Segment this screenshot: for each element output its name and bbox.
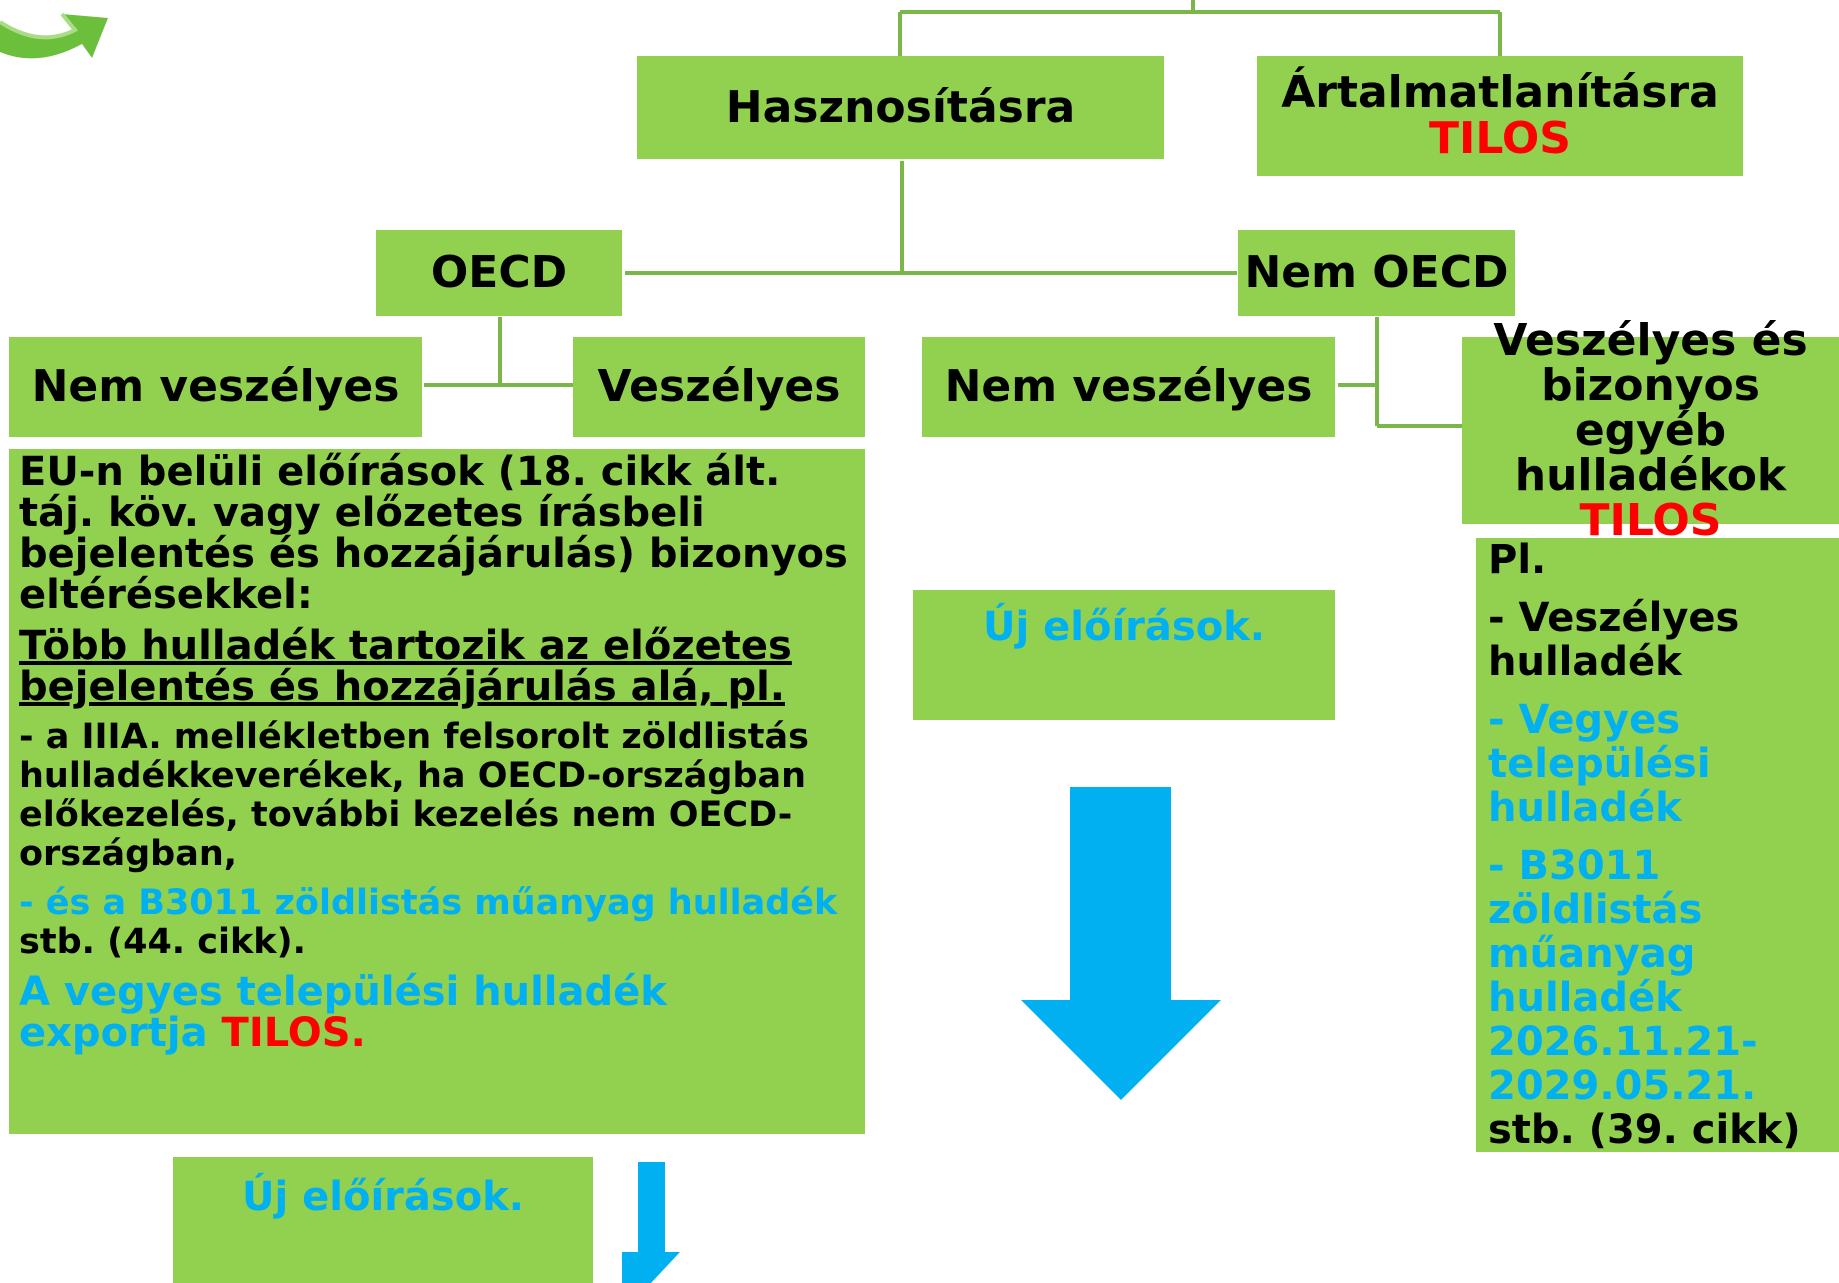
nonoecd-nem-veszelyes-label: Nem veszélyes [944, 361, 1313, 412]
down-arrow-large-icon [1021, 787, 1221, 1100]
artalmatlanitasra-label: Ártalmatlanításra [1281, 67, 1719, 118]
oecd-veszelyes-box: Veszélyes [573, 337, 865, 437]
nonoecd-list-item2: - Vegyes települési hulladék [1488, 697, 1711, 831]
oecd-mixed-waste-tilos: TILOS. [221, 1010, 366, 1056]
nonoecd-list-item3-line2: zöldlistás [1488, 887, 1703, 933]
oecd-item1-text: - a IIIA. mellékletben felsorolt zöldlis… [19, 717, 809, 874]
oecd-underlined-text: Több hulladék tartozik az előzetes bejel… [19, 623, 792, 710]
artalmatlanitasra-tilos: TILOS [1429, 113, 1571, 164]
oecd-box: OECD [376, 230, 622, 316]
oecd-intro-text: EU-n belüli előírások (18. cikk ált. táj… [19, 449, 848, 618]
nonoecd-list-item3-line4: hulladék [1488, 975, 1682, 1021]
nonoecd-veszelyes-line2: bizonyos egyéb [1541, 360, 1760, 456]
hasznositasra-box: Hasznosításra [637, 56, 1164, 159]
nonoecd-nem-veszelyes-box: Nem veszélyes [922, 337, 1335, 437]
hasznositasra-label: Hasznosításra [725, 81, 1076, 133]
oecd-nem-veszelyes-label: Nem veszélyes [31, 361, 400, 412]
nonoecd-list-tail: stb. (39. cikk) [1488, 1107, 1801, 1153]
artalmatlanitasra-box: Ártalmatlanításra TILOS [1257, 56, 1743, 176]
nonoecd-list-item3: - B3011 zöldlistás műanyag hulladék 2026… [1488, 844, 1839, 1152]
nonoecd-veszelyes-tilos: TILOS [1579, 495, 1722, 546]
oecd-label: OECD [430, 247, 568, 298]
oecd-rules-box: EU-n belüli előírások (18. cikk ált. táj… [9, 449, 865, 1134]
nonoecd-list-box: Pl. - Veszélyes hulladék - Vegyes telepü… [1476, 538, 1839, 1152]
oecd-item2-blue-text: - és a B3011 zöldlistás műanyag hulladék [19, 883, 838, 923]
oecd-nem-veszelyes-box: Nem veszélyes [9, 337, 422, 437]
nonoecd-veszelyes-line3: hulladékok [1514, 450, 1787, 501]
nonoecd-list-item3-line1: - B3011 [1488, 843, 1661, 889]
oecd-mixed-waste: A vegyes települési hulladék exportja TI… [19, 972, 859, 1054]
nonoecd-list-pl: Pl. [1488, 537, 1547, 583]
nonoecd-veszelyes-box: Veszélyes és bizonyos egyéb hulladékok T… [1462, 318, 1839, 543]
oecd-new-rules-box: Új előírások. [173, 1157, 593, 1283]
oecd-item2: - és a B3011 zöldlistás műanyag hulladék… [19, 884, 859, 962]
nonoecd-list-item3-line6: 2029.05.21. [1488, 1063, 1757, 1109]
oecd-veszelyes-label: Veszélyes [597, 361, 841, 412]
nonoecd-new-rules-box: Új előírások. [913, 590, 1335, 720]
nonoecd-list-item3-line3: műanyag [1488, 931, 1696, 977]
nonoecd-list-item1: - Veszélyes hulladék [1488, 595, 1740, 685]
nem-oecd-label: Nem OECD [1244, 247, 1509, 298]
oecd-item2-black-text: stb. (44. cikk). [19, 922, 306, 962]
nonoecd-new-rules-label: Új előírások. [983, 604, 1265, 650]
nem-oecd-box: Nem OECD [1238, 230, 1515, 316]
nonoecd-veszelyes-line1: Veszélyes és [1493, 315, 1808, 366]
nonoecd-list-item3-line5: 2026.11.21- [1488, 1019, 1758, 1065]
down-arrow-small-icon [622, 1162, 680, 1283]
oecd-mixed-waste-blue-text: A vegyes települési hulladék exportja [19, 969, 667, 1056]
oecd-new-rules-label: Új előírások. [242, 1174, 524, 1220]
recycle-arrow-icon [0, 12, 108, 59]
